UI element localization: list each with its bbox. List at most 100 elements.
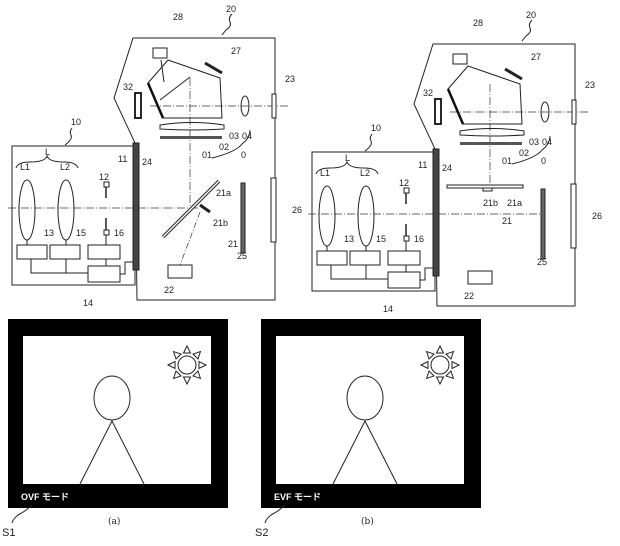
ref-label-n12: 12 xyxy=(399,178,409,188)
af-sensor-22 xyxy=(167,264,193,279)
driver-15 xyxy=(49,244,81,260)
shutter-11-24 xyxy=(432,148,440,277)
ref-label-n11: 11 xyxy=(418,160,427,170)
ref-label-n27: 27 xyxy=(231,46,241,56)
brace-0 xyxy=(511,135,551,165)
eyepiece-23 xyxy=(571,99,577,125)
ref-label-n24: 24 xyxy=(442,163,452,173)
mode-indicator: OVF モード xyxy=(21,492,69,502)
ref-label-n04: 04 xyxy=(242,131,252,141)
ref-label-L2: L2 xyxy=(360,168,370,178)
ref-label-n11: 11 xyxy=(118,154,127,164)
ref-label-n22: 22 xyxy=(164,285,174,295)
focus-screen-01 xyxy=(460,142,522,145)
ref-label-n03: 03 xyxy=(229,131,239,141)
brace-0 xyxy=(211,129,251,159)
photometric-sensor-28 xyxy=(452,53,468,65)
person-body xyxy=(79,419,145,485)
image-sensor-25 xyxy=(540,188,546,260)
prism-03 xyxy=(147,59,223,119)
ref-label-n14: 14 xyxy=(383,304,393,314)
lens-L1 xyxy=(18,179,36,241)
scene-area xyxy=(23,336,211,484)
shutter-11-24 xyxy=(132,142,140,271)
ref-label-n21b: 21b xyxy=(483,198,498,208)
element-27 xyxy=(204,61,223,75)
ref-label-n0: 0 xyxy=(541,156,546,166)
driver-16 xyxy=(87,244,121,260)
condenser-lens-02 xyxy=(459,128,525,137)
photometric-sensor-28 xyxy=(152,47,168,59)
ref-label-n13: 13 xyxy=(344,234,354,244)
ref-label-n14: 14 xyxy=(83,298,93,308)
display-32 xyxy=(434,98,442,125)
aperture-16 xyxy=(403,235,410,242)
eyepiece-lens-04 xyxy=(240,95,250,117)
lens-L1 xyxy=(318,185,336,247)
ref-label-n12: 12 xyxy=(99,172,109,182)
ref-label-n32: 32 xyxy=(123,82,133,92)
mode-indicator: EVF モード xyxy=(274,492,321,502)
ref-label-n21a: 21a xyxy=(216,188,231,198)
leader-20 xyxy=(521,19,533,42)
sun-icon xyxy=(166,344,208,386)
viewfinder-screen-figure_b: EVF モード S2 (b) xyxy=(255,319,481,539)
screen-label: S2 xyxy=(255,527,268,539)
ref-label-n15: 15 xyxy=(376,234,386,244)
sub-mirror-21b xyxy=(482,187,493,192)
person-body xyxy=(332,419,398,485)
ref-label-n24: 24 xyxy=(142,157,152,167)
ref-label-n21a: 21a xyxy=(507,198,522,208)
ref-label-n16: 16 xyxy=(414,234,424,244)
controller-14 xyxy=(387,271,421,289)
ref-label-n28: 28 xyxy=(473,18,483,28)
ref-label-n21: 21 xyxy=(502,216,512,226)
ref-label-n10: 10 xyxy=(71,117,81,127)
ref-label-n15: 15 xyxy=(76,228,86,238)
figure-caption: (a) xyxy=(108,516,120,527)
ref-label-n10: 10 xyxy=(371,123,381,133)
ref-label-n16: 16 xyxy=(114,228,124,238)
prism-half-mirror xyxy=(159,76,191,101)
light-arrow xyxy=(160,59,165,83)
figure-caption: (b) xyxy=(361,516,374,527)
driver-13 xyxy=(316,250,348,266)
element-27 xyxy=(504,67,523,81)
ref-label-n22: 22 xyxy=(464,291,474,301)
ref-label-n21b: 21b xyxy=(213,218,228,228)
ref-label-n23: 23 xyxy=(285,74,295,84)
ref-label-n25: 25 xyxy=(537,257,547,267)
ref-label-L: L xyxy=(45,147,50,157)
condenser-lens-02 xyxy=(159,122,225,131)
screen-label: S1 xyxy=(2,527,15,539)
af-sensor-22 xyxy=(467,270,493,285)
lens-L2 xyxy=(357,185,375,247)
image-sensor-25 xyxy=(240,182,246,254)
ref-label-n25: 25 xyxy=(237,251,247,261)
ref-label-L1: L1 xyxy=(320,168,330,178)
driver-13 xyxy=(16,244,48,260)
aperture-12 xyxy=(103,181,110,188)
ref-label-n01: 01 xyxy=(502,156,512,166)
brace-L xyxy=(15,154,79,169)
ref-label-n02: 02 xyxy=(219,142,229,152)
ref-label-n21: 21 xyxy=(228,239,238,249)
leader-10 xyxy=(64,127,73,146)
focus-screen-01 xyxy=(160,136,222,139)
ref-label-n02: 02 xyxy=(519,148,529,158)
ref-label-n23: 23 xyxy=(585,80,595,90)
prism-03 xyxy=(447,65,523,125)
driver-15 xyxy=(349,250,381,266)
leader-20 xyxy=(221,13,233,36)
brace-L xyxy=(315,160,379,175)
rear-display-26 xyxy=(270,177,277,243)
rear-display-26 xyxy=(570,183,577,249)
ref-label-n32: 32 xyxy=(423,88,433,98)
lens-L2 xyxy=(57,179,75,241)
ref-label-n26: 26 xyxy=(592,211,602,221)
ref-label-n03: 03 xyxy=(529,137,539,147)
housing-20 xyxy=(413,43,576,307)
